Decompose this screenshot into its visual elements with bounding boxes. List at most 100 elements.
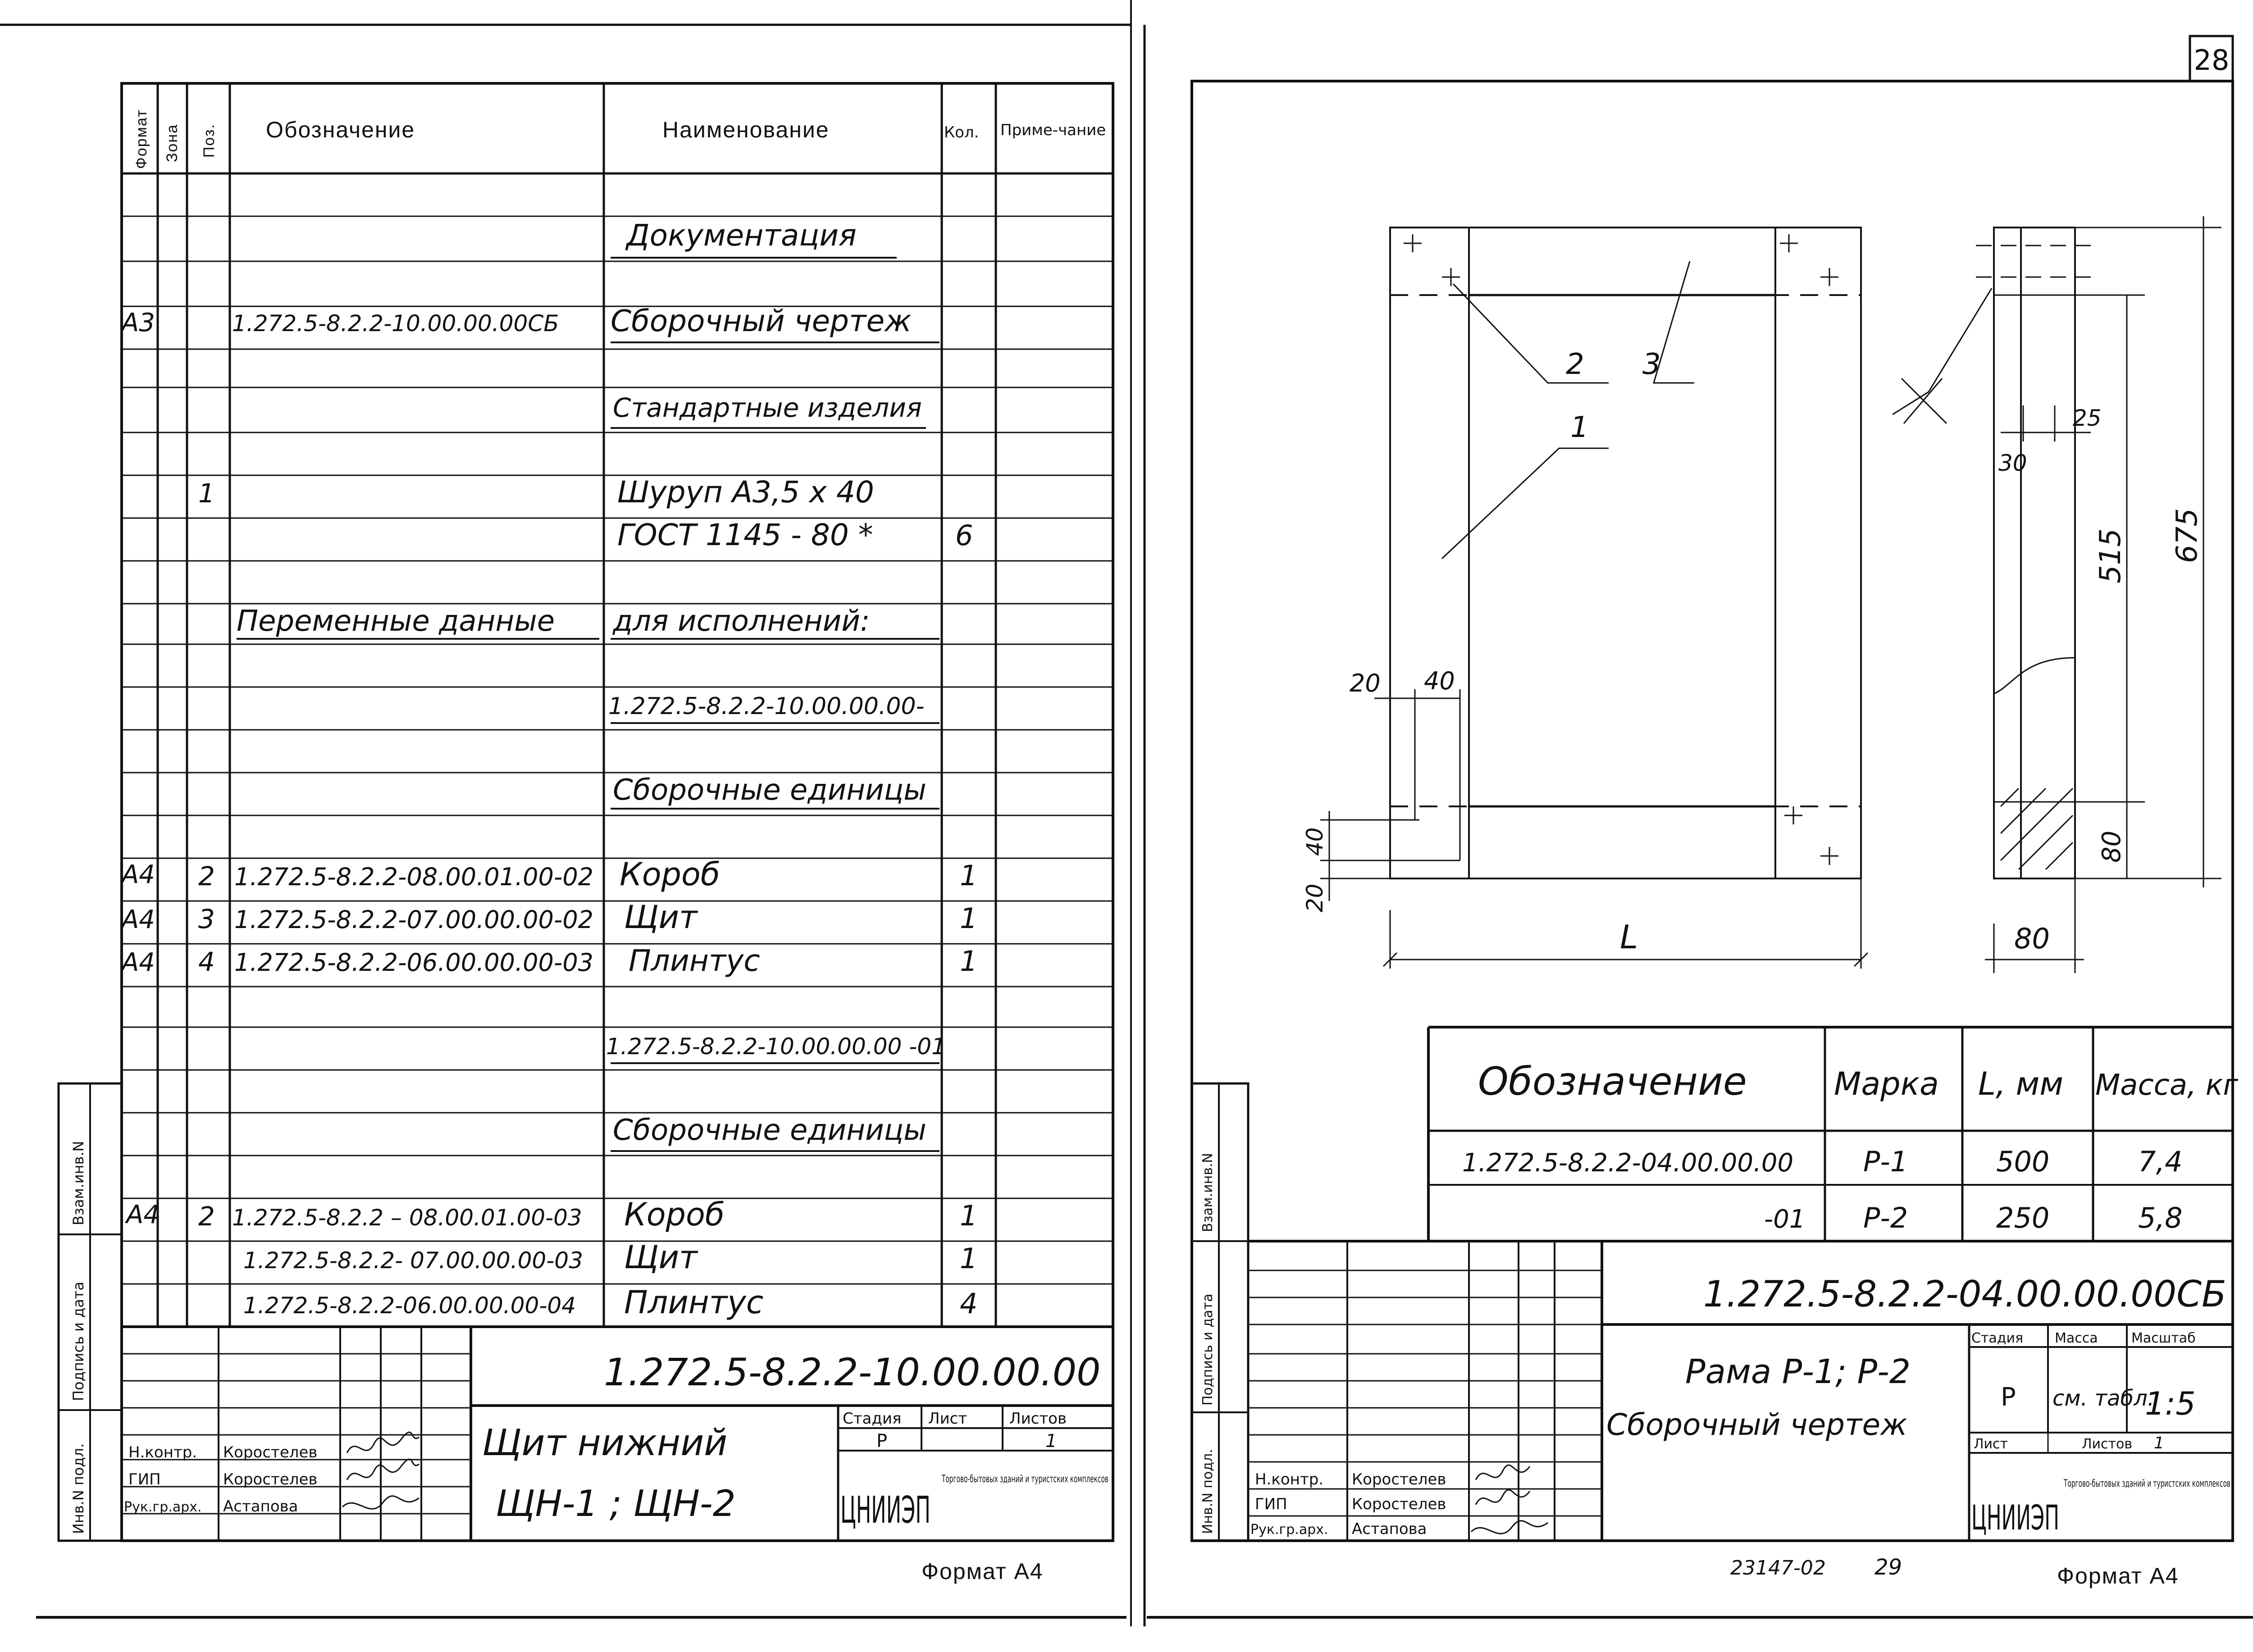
dim-80-right: 80 (2097, 831, 2126, 863)
signature-marks (342, 1431, 1548, 1534)
header-format: Формат (133, 109, 150, 169)
row-10-name: Плинтус (629, 943, 760, 978)
header-qty: Кол. (944, 123, 979, 141)
left-side-label-0: Взам.инв.N (70, 1141, 87, 1225)
row-1-name: Сборочный чертеж (611, 304, 912, 338)
left-title-block: 1.272.5-8.2.2-10.00.00.00 Щит нижний ЩН-… (124, 1350, 1108, 1584)
left-org-logo: ЦНИИЭП (840, 1489, 930, 1532)
right-role-1: ГИП (1255, 1495, 1287, 1513)
row-14-qty: 1 (960, 1242, 977, 1275)
left-side-labels: Взам.инв.N Подпись и дата Инв.N подл. (70, 1141, 87, 1534)
page-number: 28 (2194, 44, 2230, 77)
row-8-qty: 1 (960, 859, 977, 892)
left-spec-header: Формат Зона Поз. Обозначение Наименовани… (133, 109, 1106, 169)
row-13-pos: 2 (198, 1201, 215, 1232)
row-3-pos: 1 (198, 478, 215, 509)
dim-20-top: 20 (1350, 669, 1381, 697)
dim-80-bottom: 80 (2014, 922, 2050, 955)
table-header-1: Марка (1834, 1065, 1939, 1102)
row-4-qty: 6 (955, 519, 973, 552)
right-title-1: Рама Р-1; Р-2 (1685, 1352, 1911, 1391)
left-sheet: 1 (1045, 1431, 1057, 1452)
label-2: 2 (1566, 348, 1584, 381)
row-9-fmt: A4 (120, 905, 155, 934)
right-title-block: 1.272.5-8.2.2-04.00.00.00СБ Рама Р-1; Р-… (1250, 1273, 2230, 1588)
row-9-des: 1.272.5-8.2.2-07.00.00.00-02 (234, 906, 593, 934)
header-name: Наименование (662, 117, 830, 142)
header-note: Приме-чание (1000, 121, 1106, 139)
table-row-0-des: 1.272.5-8.2.2-04.00.00.00 (1462, 1148, 1793, 1178)
left-name-2: Астапова (223, 1497, 298, 1515)
left-stage-label: Стадия (843, 1410, 901, 1428)
right-code: 1.272.5-8.2.2-04.00.00.00СБ (1703, 1273, 2226, 1315)
left-role-0: Н.контр. (128, 1443, 197, 1461)
left-side-label-2: Инв.N подл. (70, 1443, 87, 1534)
right-side-label-0: Взам.инв.N (1200, 1153, 1216, 1232)
left-title-1: Щит нижний (482, 1422, 727, 1464)
row-7-name: Сборочные единицы (613, 774, 926, 807)
table-row-0-mark: Р-1 (1863, 1145, 1908, 1178)
right-scale: 1:5 (2145, 1385, 2196, 1422)
row-10-des: 1.272.5-8.2.2-06.00.00.00-03 (234, 948, 593, 977)
left-stage: Р (876, 1431, 887, 1452)
row-14-name: Щит (624, 1239, 698, 1276)
table-row-1-des: -01 (1764, 1205, 1805, 1234)
right-title-2: Сборочный чертеж (1606, 1407, 1907, 1442)
row-15-qty: 4 (960, 1287, 977, 1320)
row-8-des: 1.272.5-8.2.2-08.00.01.00-02 (234, 863, 593, 891)
right-bottom-page: 29 (1874, 1555, 1902, 1580)
row-9-name: Щит (624, 899, 698, 936)
row-5-des: Переменные данные (237, 605, 555, 638)
row-15-name: Плинтус (624, 1284, 763, 1321)
left-spec-rows: Документация A3 1.272.5-8.2.2-10.00.00.0… (120, 218, 977, 1321)
dim-40-top: 40 (1424, 667, 1455, 695)
right-sheets: 1 (2154, 1434, 2164, 1452)
row-10-pos: 4 (198, 947, 215, 977)
right-side-label-1: Подпись и дата (1200, 1294, 1216, 1406)
row-8-fmt: A4 (120, 860, 155, 889)
right-sheet-label: Лист (1974, 1436, 2008, 1452)
table-row-1-mass: 5,8 (2138, 1201, 2183, 1234)
header-pos: Поз. (201, 123, 218, 158)
row-13-qty: 1 (960, 1199, 977, 1232)
right-side-label-2: Инв.N подл. (1200, 1449, 1216, 1534)
right-stage: Р (2001, 1383, 2016, 1412)
right-name-2: Астапова (1352, 1520, 1427, 1538)
right-stage-label: Стадия (1971, 1330, 2023, 1346)
row-2-name: Стандартные изделия (613, 392, 922, 423)
row-8-pos: 2 (198, 861, 215, 892)
right-role-2: Рук.гр.арх. (1250, 1522, 1328, 1538)
right-format-note: Формат А4 (2057, 1563, 2179, 1588)
dim-25: 25 (2073, 405, 2102, 431)
left-org-text: Торгово-бытовых зданий и туристских комп… (941, 1474, 1108, 1485)
left-name-0: Коростелев (223, 1443, 317, 1461)
right-org-text: Торгово-бытовых зданий и туристских комп… (2063, 1478, 2230, 1489)
left-role-1: ГИП (128, 1470, 161, 1488)
row-4-name: ГОСТ 1145 - 80 * (617, 518, 873, 552)
frame-front-view (1320, 216, 2221, 973)
row-6-name: 1.272.5-8.2.2-10.00.00.00- (608, 693, 924, 720)
table-header-3: Масса, кг (2095, 1069, 2238, 1102)
row-10-fmt: A4 (120, 948, 155, 977)
table-row-0-mass: 7,4 (2138, 1145, 2183, 1178)
header-designation: Обозначение (266, 117, 415, 142)
table-row-1-L: 250 (1996, 1201, 2049, 1234)
dim-L: L (1620, 918, 1638, 956)
right-scale-label: Масштаб (2131, 1330, 2196, 1346)
dim-515: 515 (2094, 528, 2127, 583)
right-side-labels: Взам.инв.N Подпись и дата Инв.N подл. (1200, 1153, 1216, 1534)
dim-40-left: 40 (1302, 827, 1328, 856)
left-sheets-label: Листов (1009, 1410, 1067, 1428)
left-title-2: ЩН-1 ; ЩН-2 (496, 1483, 736, 1525)
right-org-logo: ЦНИИЭП (1971, 1497, 2059, 1538)
row-12-name: Сборочные единицы (613, 1114, 926, 1147)
row-1-fmt: A3 (120, 308, 155, 337)
left-name-1: Коростелев (223, 1470, 317, 1488)
row-13-name: Короб (624, 1196, 725, 1233)
row-9-qty: 1 (960, 902, 977, 935)
row-9-pos: 3 (198, 904, 215, 934)
left-role-2: Рук.гр.арх. (124, 1499, 202, 1515)
left-sheet-label: Лист (928, 1410, 967, 1428)
table-header-0: Обозначение (1478, 1059, 1747, 1104)
right-sheets-label: Листов (2082, 1436, 2132, 1452)
